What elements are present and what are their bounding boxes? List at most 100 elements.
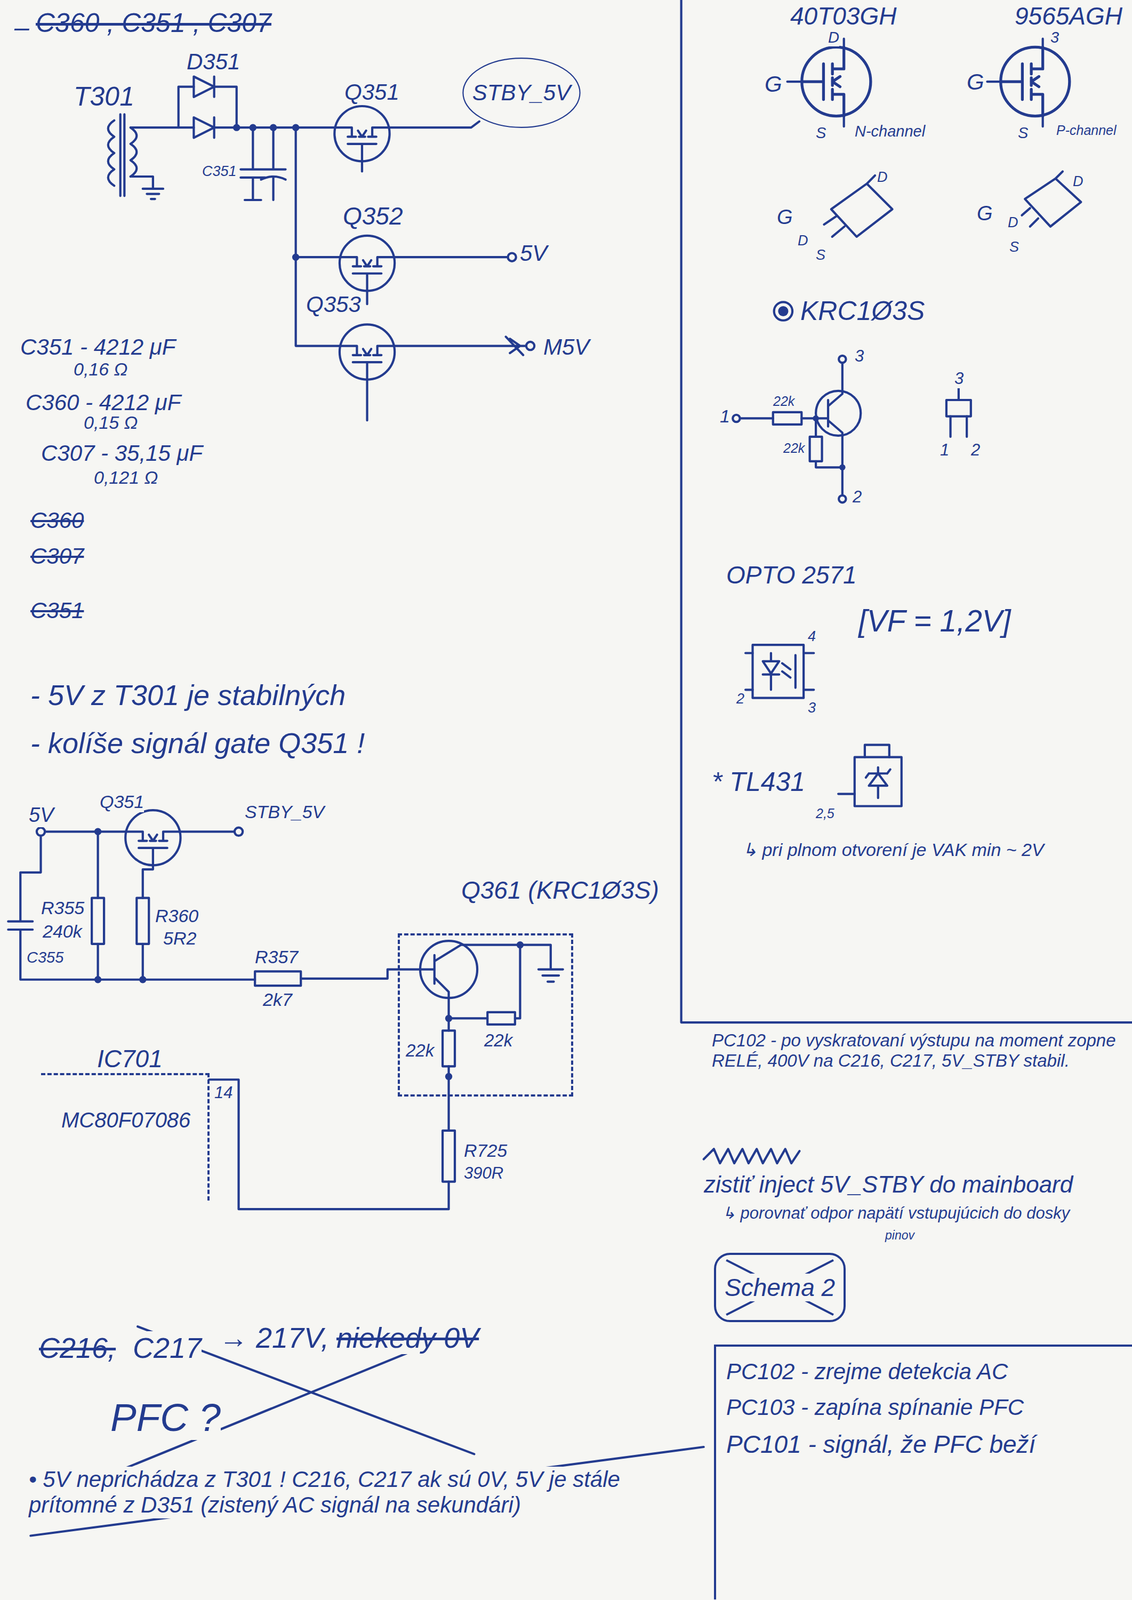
junction-dots [94,123,846,1080]
path-ink [97,831,100,979]
rect-ink [487,1012,516,1025]
note-text: N-channel [854,122,926,141]
note-text: 22k [484,1030,513,1051]
path-ink [108,120,115,186]
circle-ink [445,1014,453,1022]
path-ink [193,76,214,138]
note-text: R357 [254,946,299,968]
circle-ink [292,253,300,261]
note-text: 4 [807,628,816,645]
note-text: 5R2 [163,927,197,949]
rect-ink [946,399,971,417]
circle-ink [839,464,846,471]
note-text: M5V [543,334,590,360]
note-text: C351 [30,597,84,624]
node-text: PC103 - zapína spínanie PFC [726,1394,1024,1420]
circle-ink [292,123,300,131]
note-text: R355 [41,897,85,919]
node-text: MC80F07086 [61,1107,191,1132]
path-ink [740,363,843,495]
circle-ink [94,828,102,836]
note-text: C351 [202,163,237,180]
path-ink [745,652,814,690]
note-text: R360 [155,905,199,927]
note-text: 5V [28,803,54,828]
rect-ink [773,412,802,425]
path-ink [130,127,179,199]
path-ink [367,257,527,421]
use-ink [801,46,871,116]
circle-ink [36,827,45,836]
note-text: 0,121 Ω [93,467,158,488]
circle-ink [777,306,789,317]
note-text: 14 [214,1082,233,1103]
path-ink [703,1148,800,1163]
circle-ink [94,975,102,983]
note-text: 3 [854,346,864,366]
circle-ink [516,941,524,949]
rect-ink [442,1130,455,1182]
path-ink [787,38,845,127]
circle-ink [249,123,257,131]
node-heading: Q361 (KRC1Ø3S) [461,876,660,905]
note-text: Q351 [99,791,144,813]
note-text: T301 [73,81,135,113]
rect-ink [91,897,104,944]
circle-ink [234,827,243,836]
path-ink [240,127,286,200]
path-ink [838,744,891,798]
note-text: 2k7 [262,989,293,1010]
note-text: G [764,71,783,98]
path-ink [1021,171,1081,227]
note-text: * TL431 [711,766,806,798]
note-text: 0,16 Ω [73,358,128,380]
circle-ink [812,415,819,422]
note-text: pinov [885,1227,915,1242]
note-text: → 217V, [219,1320,329,1354]
note-text: 2 [736,690,745,708]
rect-ink [442,1030,455,1066]
note-text: Q352 [342,202,404,231]
note-text: 5V [519,240,548,267]
path-ink [120,114,125,196]
note-text: 0,15 Ω [83,412,139,433]
circle-ink [526,341,535,350]
note-text: 3 [1050,28,1059,47]
note-text: PC102 - po vyskratovaní výstupu na momen… [711,1030,1128,1071]
circle-ink [838,355,846,363]
node-heading: IC701 [97,1044,163,1073]
note-text: 390R [463,1163,504,1183]
circle-ink [269,123,277,131]
note-text: G [976,202,993,226]
note-text: 40T03GH [790,2,897,31]
note-text: S [1009,238,1019,256]
note-text: 3 [954,368,964,389]
circle-ink [774,301,793,320]
ellipse-outline [462,58,580,128]
note-text: C355 [26,948,64,967]
note-text: C216, [38,1330,116,1364]
note-text: 3 [807,699,816,717]
note-text: 1 [940,440,950,460]
note-text: 2 [970,440,981,460]
use-ink [339,324,395,380]
note-text: D [797,232,809,250]
circle-ink [139,975,147,983]
note-text: 22k [783,440,805,456]
note-text: - kolíše signál gate Q351 ! [30,726,365,760]
circle-ink [233,123,240,131]
note-text: 22k [405,1040,435,1061]
note-text: 2,5 [815,805,835,822]
crossed-note-box: Schema 2 [713,1252,846,1322]
node-heading: PC102 - zrejme detekcia AC [726,1358,1008,1385]
note-text: Q353 [306,291,361,318]
note-text: PFC ? [110,1394,221,1440]
note-text: zistiť inject 5V_STBY do mainboard [703,1170,1073,1199]
path-ink [209,944,564,1210]
note-text: – [14,12,30,44]
note-text: C217 [132,1330,202,1364]
note-text: - 5V z T301 je stabilných [30,678,346,712]
use-ink [334,106,390,162]
node-heading: STBY_5V [472,79,571,106]
